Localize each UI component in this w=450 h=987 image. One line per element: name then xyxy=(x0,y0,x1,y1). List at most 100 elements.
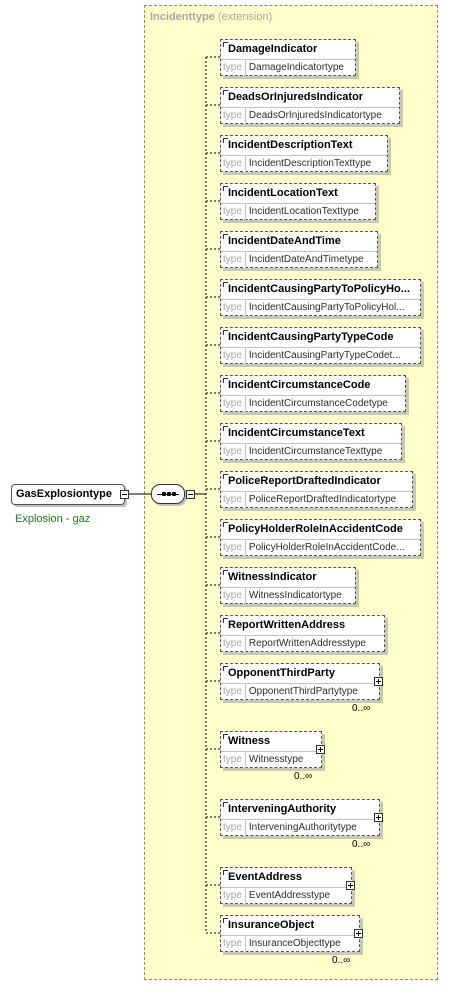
type-keyword: type xyxy=(223,158,242,169)
element-multiplicity: 0..∞ xyxy=(294,771,313,782)
element-type-name: IncidentCircumstanceTexttype xyxy=(248,446,383,457)
type-keyword: type xyxy=(223,446,242,457)
sequence-dot-icon xyxy=(162,492,166,496)
type-separator xyxy=(244,300,246,316)
expand-plus-icon[interactable] xyxy=(346,881,355,890)
expand-plus-icon[interactable] xyxy=(374,677,383,686)
root-type-name: GasExplosiontype xyxy=(16,488,112,500)
element-corner-icon xyxy=(223,918,228,923)
element-name: OpponentThirdParty xyxy=(228,667,335,679)
element-name: IncidentCausingPartyToPolicyHo... xyxy=(228,283,410,295)
type-separator xyxy=(244,888,246,904)
type-separator xyxy=(244,156,246,172)
expand-plus-icon[interactable] xyxy=(316,745,325,754)
element-corner-icon xyxy=(223,90,228,95)
type-separator xyxy=(244,752,246,768)
type-separator xyxy=(244,636,246,652)
type-separator xyxy=(244,108,246,124)
element-type-row: type IncidentCircumstanceTexttype xyxy=(221,443,401,461)
type-separator xyxy=(244,492,246,508)
root-annotation: Explosion - gaz xyxy=(15,513,91,525)
element-type-row: type IncidentCausingPartyTypeCodet... xyxy=(221,347,420,365)
type-keyword: type xyxy=(223,822,242,833)
root-complex-type[interactable]: GasExplosiontype xyxy=(11,484,125,505)
expand-plus-icon[interactable] xyxy=(354,929,363,938)
element-type-name: WitnessIndicatortype xyxy=(248,590,342,601)
extension-label: (extension) xyxy=(217,11,273,23)
element-name: IncidentDescriptionText xyxy=(228,139,353,151)
type-keyword: type xyxy=(223,302,242,313)
type-keyword: type xyxy=(223,638,242,649)
element-corner-icon xyxy=(223,570,228,575)
element-corner-icon xyxy=(223,870,228,875)
sequence-compositor[interactable] xyxy=(151,484,185,504)
type-separator xyxy=(244,444,246,460)
element-type-name: DeadsOrInjuredsIndicatortype xyxy=(248,110,382,121)
element-type-name: Witnesstype xyxy=(248,754,304,765)
type-keyword: type xyxy=(223,938,242,949)
extension-type-name: Incidenttype xyxy=(150,11,215,23)
element-corner-icon xyxy=(223,522,228,527)
element-multiplicity: 0..∞ xyxy=(352,703,371,714)
type-separator xyxy=(244,60,246,76)
element-name: DamageIndicator xyxy=(228,43,318,55)
type-separator xyxy=(244,348,246,364)
type-separator xyxy=(244,252,246,268)
element-type-name: InsuranceObjecttype xyxy=(248,938,341,949)
element-name: IncidentCircumstanceCode xyxy=(228,379,371,391)
root-collapse-icon[interactable] xyxy=(120,490,129,499)
element-corner-icon xyxy=(223,234,228,239)
element-corner-icon xyxy=(223,138,228,143)
element-name: PolicyHolderRoleInAccidentCode xyxy=(228,523,403,535)
element-name: IncidentCircumstanceText xyxy=(228,427,365,439)
element-name: WitnessIndicator xyxy=(228,571,317,583)
type-separator xyxy=(244,684,246,700)
element-corner-icon xyxy=(223,802,228,807)
element-type-name: IncidentCausingPartyTypeCodet... xyxy=(248,350,401,361)
type-keyword: type xyxy=(223,686,242,697)
element-corner-icon xyxy=(223,474,228,479)
element-type-row: type InsuranceObjecttype xyxy=(221,935,359,953)
sequence-dot-icon xyxy=(167,492,171,496)
type-keyword: type xyxy=(223,350,242,361)
element-name: Witness xyxy=(228,735,271,747)
element-corner-icon xyxy=(223,330,228,335)
element-multiplicity: 0..∞ xyxy=(332,955,351,966)
type-keyword: type xyxy=(223,890,242,901)
element-type-name: PoliceReportDraftedIndicatortype xyxy=(248,494,397,505)
element-type-name: InterveningAuthoritytype xyxy=(248,822,357,833)
type-keyword: type xyxy=(223,110,242,121)
sequence-collapse-icon[interactable] xyxy=(186,490,195,499)
element-name: EventAddress xyxy=(228,871,302,883)
extension-title: Incidenttype (extension) xyxy=(150,11,272,23)
element-type-name: DamageIndicatortype xyxy=(248,62,344,73)
expand-plus-icon[interactable] xyxy=(374,813,383,822)
